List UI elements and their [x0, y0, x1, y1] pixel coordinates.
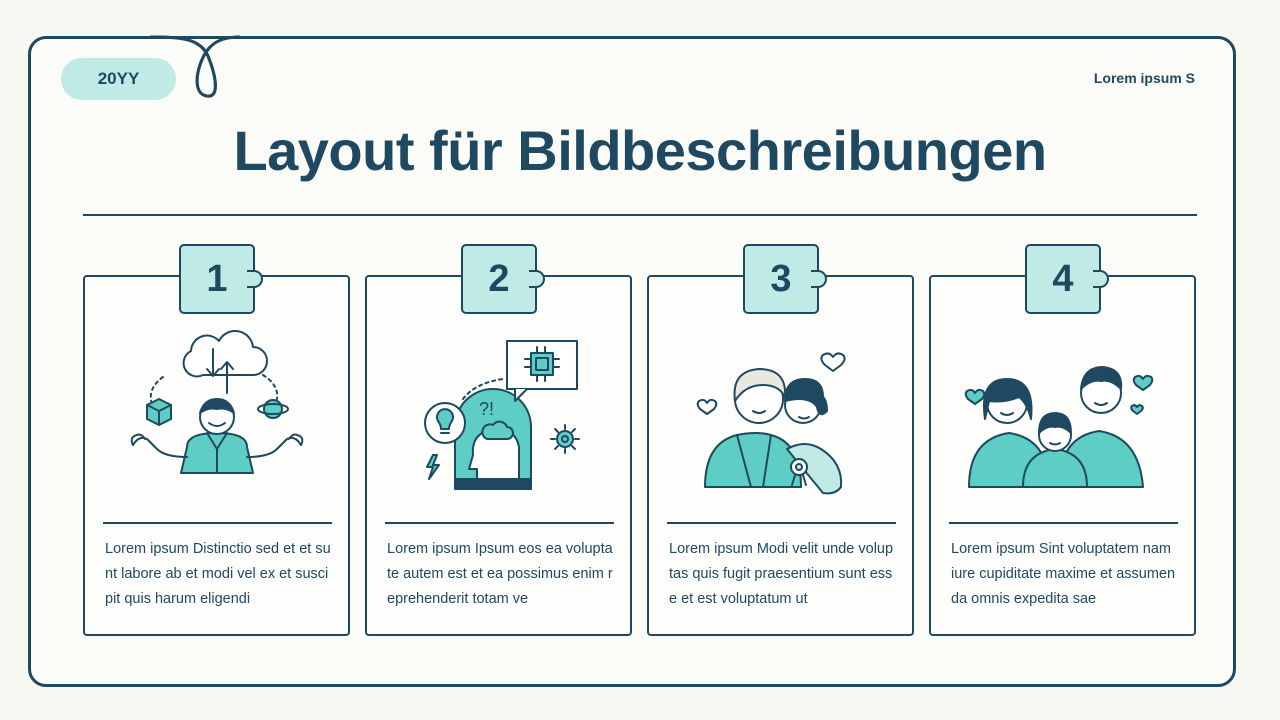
card-1-text: Lorem ipsum Distinctio sed et et sunt la… — [105, 541, 331, 607]
card-3-number: 3 — [770, 257, 792, 300]
frame-loop-decoration — [150, 35, 240, 98]
card-3-text: Lorem ipsum Modi velit unde voluptas qui… — [669, 541, 894, 607]
card-2-number-tab: 2 — [461, 244, 545, 314]
card-2-number: 2 — [488, 257, 510, 300]
grandmother-granddaughter-icon — [696, 352, 846, 495]
card-1-number-tab: 1 — [179, 244, 263, 314]
card-4: 4 Lorem ipsum Sint voluptatem nam iure c… — [929, 244, 1196, 636]
card-2: 2 ?! Lorem ipsum Ipsum eos ea voluptate … — [365, 244, 632, 636]
card-4-number-tab: 4 — [1025, 244, 1109, 314]
family-icon — [964, 366, 1154, 488]
card-1-number: 1 — [206, 257, 228, 300]
card-4-number: 4 — [1052, 257, 1074, 300]
tab-hook — [529, 270, 545, 288]
card-2-text: Lorem ipsum Ipsum eos ea voluptate autem… — [387, 541, 613, 607]
tab-hook — [247, 270, 263, 288]
corner-label: Lorem ipsum S — [1093, 70, 1195, 86]
card-3: 3 Lorem ipsum Modi velit unde voluptas q… — [647, 244, 914, 636]
person-cloud-data-icon — [130, 330, 304, 474]
head-cloud-chip-icon: ?! — [424, 340, 580, 490]
tab-hook — [811, 270, 827, 288]
svg-text:?!: ?! — [479, 399, 494, 419]
card-1: 1 Lorem ipsum Distinctio sed et et sunt … — [83, 244, 350, 636]
card-3-divider — [667, 522, 896, 524]
card-3-number-tab: 3 — [743, 244, 827, 314]
tab-hook — [1093, 270, 1109, 288]
card-4-text: Lorem ipsum Sint voluptatem nam iure cup… — [951, 541, 1176, 607]
card-2-divider — [385, 522, 614, 524]
card-1-divider — [103, 522, 332, 524]
page-title: Layout für Bildbeschreibungen — [233, 119, 1047, 182]
title-divider — [83, 214, 1197, 216]
year-badge: 20YY — [61, 58, 176, 100]
year-badge-label: 20YY — [97, 69, 140, 88]
card-4-divider — [949, 522, 1178, 524]
